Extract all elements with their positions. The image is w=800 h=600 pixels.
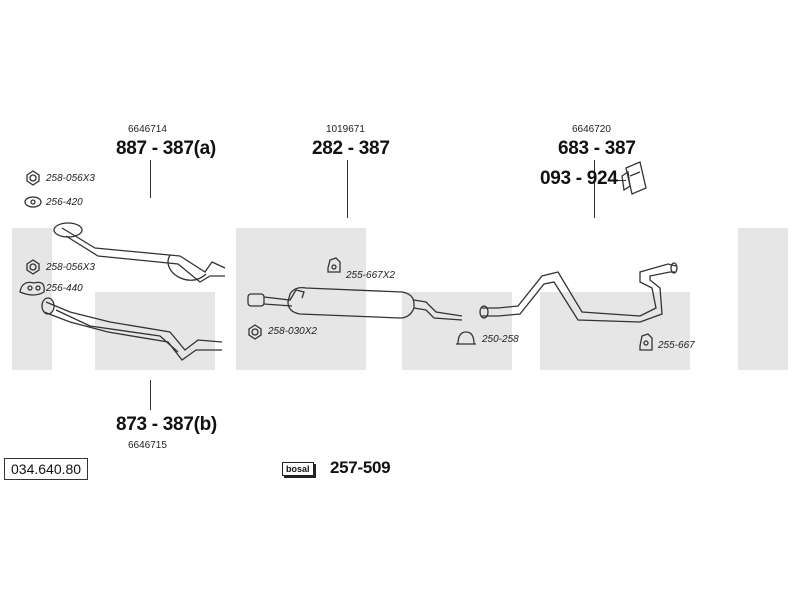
hardware-label: 256-440 [46,283,83,294]
watermark-bar [738,228,788,370]
part-ref-rear: 6646720 [572,124,611,135]
leader-line [616,180,626,181]
part-ref-middle: 1019671 [326,124,365,135]
hardware-label: 258-056X3 [46,173,95,184]
hardware-label: 258-030X2 [268,326,317,337]
part-code-rear: 683 - 387 [558,138,636,159]
part-ref-front-a: 6646714 [128,124,167,135]
part-code-front-a: 887 - 387(a) [116,138,216,159]
part-code-front-b: 873 - 387(b) [116,414,217,435]
leader-line [150,160,151,198]
watermark-bar [540,292,690,370]
hardware-label: 258-056X3 [46,262,95,273]
gasket-icon [19,281,45,296]
hardware-label: 255-667 [658,340,695,351]
nut-icon [248,324,262,340]
part-ref-front-b: 6646715 [128,440,167,451]
catalog-number: 034.640.80 [4,458,89,480]
nut-icon [26,170,40,186]
rear-pipe [479,262,678,323]
nut-icon [26,259,40,275]
rubber-mount-icon [639,333,653,351]
watermark-bar [236,228,366,370]
watermark-bar [95,292,215,370]
part-code-hanger: 093 - 924 [540,168,618,189]
leader-line [347,160,348,218]
kit-code: 257-509 [330,458,391,477]
hanger-bracket-drawing [621,161,647,195]
watermark-bar [402,292,512,370]
clamp-icon [456,331,476,345]
bosal-logo: bosal [282,462,314,476]
part-code-middle: 282 - 387 [312,138,390,159]
front-pipe-a [53,222,226,283]
leader-line [150,380,151,410]
leader-line [594,160,595,218]
hardware-label: 250-258 [482,334,519,345]
hardware-label: 256-420 [46,197,83,208]
hardware-label: 255-667X2 [346,270,395,281]
front-pipe-b [41,297,223,361]
gasket-icon [24,196,42,208]
rubber-mount-icon [327,257,341,273]
middle-muffler [247,286,463,321]
